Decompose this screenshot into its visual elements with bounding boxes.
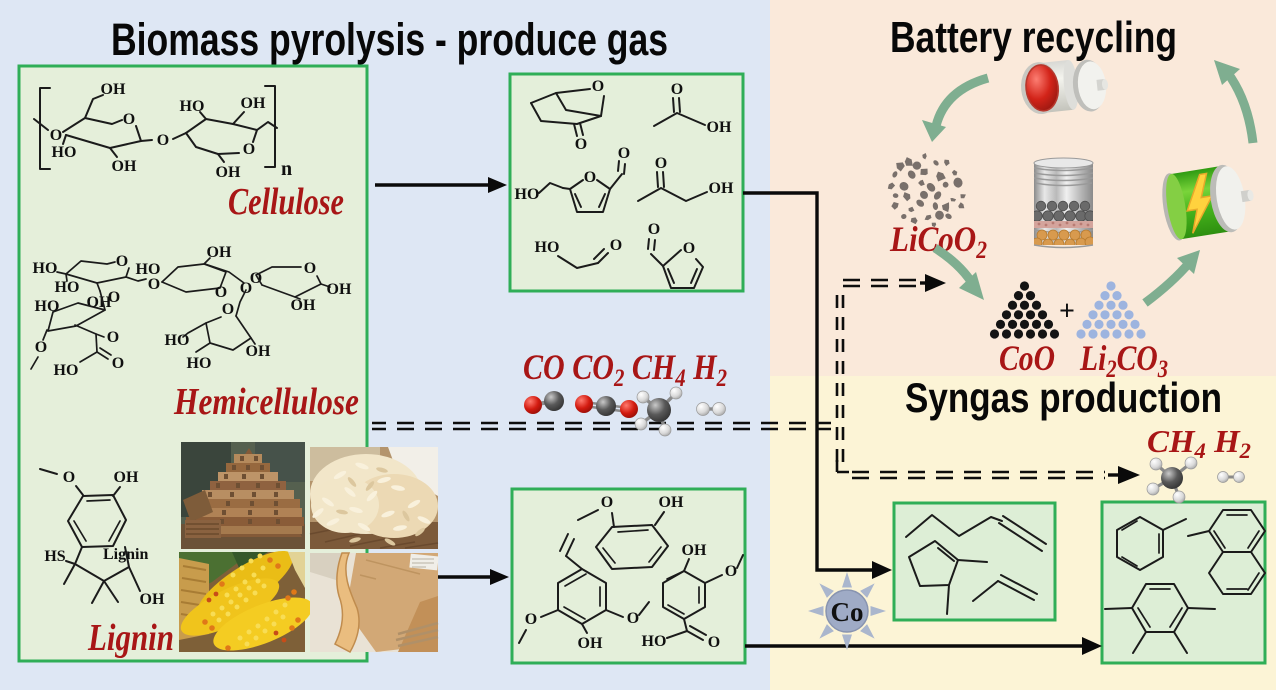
svg-text:OH: OH <box>216 164 241 181</box>
svg-text:OH: OH <box>291 297 316 314</box>
svg-text:O: O <box>627 610 639 627</box>
svg-text:O: O <box>112 355 124 372</box>
svg-text:HO: HO <box>35 298 60 315</box>
svg-text:HO: HO <box>180 98 205 115</box>
svg-text:O: O <box>148 276 160 293</box>
svg-text:O: O <box>243 141 255 158</box>
svg-text:O: O <box>107 329 119 346</box>
svg-text:O: O <box>655 155 667 172</box>
svg-text:O: O <box>584 169 596 186</box>
svg-text:CoO: CoO <box>999 338 1055 378</box>
svg-text:OH: OH <box>327 281 352 298</box>
svg-text:HO: HO <box>55 279 80 296</box>
svg-text:Co: Co <box>831 597 864 627</box>
svg-text:O: O <box>601 494 613 511</box>
svg-text:O: O <box>50 127 62 144</box>
svg-text:HO: HO <box>136 261 161 278</box>
svg-text:O: O <box>648 221 660 238</box>
svg-text:O: O <box>618 145 630 162</box>
svg-text:HO: HO <box>535 239 560 256</box>
svg-text:HO: HO <box>52 144 77 161</box>
svg-text:O: O <box>222 301 234 318</box>
svg-text:Hemicellulose: Hemicellulose <box>173 381 359 423</box>
svg-text:HS: HS <box>44 548 65 565</box>
svg-text:OH: OH <box>241 95 266 112</box>
svg-text:HO: HO <box>187 355 212 372</box>
svg-text:O: O <box>725 563 737 580</box>
svg-text:Cellulose: Cellulose <box>228 181 344 223</box>
svg-text:O: O <box>610 237 622 254</box>
svg-text:Biomass pyrolysis - produce ga: Biomass pyrolysis - produce gas <box>111 14 668 65</box>
svg-text:OH: OH <box>101 81 126 98</box>
svg-text:OH: OH <box>112 158 137 175</box>
svg-text:OH: OH <box>709 180 734 197</box>
svg-text:HO: HO <box>642 633 667 650</box>
svg-text:O: O <box>240 280 252 297</box>
svg-text:CO CO2 CH4 H2: CO CO2 CH4 H2 <box>523 347 727 392</box>
svg-text:O: O <box>592 78 604 95</box>
svg-text:OH: OH <box>707 119 732 136</box>
svg-text:Battery recycling: Battery recycling <box>890 13 1177 62</box>
svg-text:OH: OH <box>578 635 603 652</box>
svg-text:OH: OH <box>207 244 232 261</box>
svg-text:HO: HO <box>515 186 540 203</box>
svg-text:O: O <box>575 136 587 153</box>
svg-text:HO: HO <box>54 362 79 379</box>
svg-text:O: O <box>708 634 720 651</box>
svg-text:OH: OH <box>140 591 165 608</box>
svg-text:O: O <box>215 284 227 301</box>
svg-text:OH: OH <box>246 343 271 360</box>
svg-text:O: O <box>63 469 75 486</box>
svg-text:OH: OH <box>682 542 707 559</box>
svg-text:O: O <box>525 611 537 628</box>
svg-text:Lignin: Lignin <box>103 546 148 563</box>
svg-text:O: O <box>123 111 135 128</box>
svg-text:O: O <box>304 260 316 277</box>
svg-text:+: + <box>1059 296 1075 327</box>
svg-text:O: O <box>35 339 47 356</box>
svg-text:O: O <box>157 132 169 149</box>
svg-text:Syngas production: Syngas production <box>905 374 1222 421</box>
svg-text:Lignin: Lignin <box>87 617 174 659</box>
svg-text:n: n <box>281 158 292 180</box>
svg-text:O: O <box>108 289 120 306</box>
svg-text:O: O <box>116 253 128 270</box>
svg-text:LiCoO2: LiCoO2 <box>889 219 987 264</box>
svg-text:OH: OH <box>114 469 139 486</box>
svg-text:HO: HO <box>165 332 190 349</box>
svg-text:HO: HO <box>33 260 58 277</box>
svg-text:O: O <box>671 81 683 98</box>
svg-text:O: O <box>683 240 695 257</box>
svg-text:OH: OH <box>659 494 684 511</box>
svg-text:Li2CO3: Li2CO3 <box>1079 338 1168 383</box>
